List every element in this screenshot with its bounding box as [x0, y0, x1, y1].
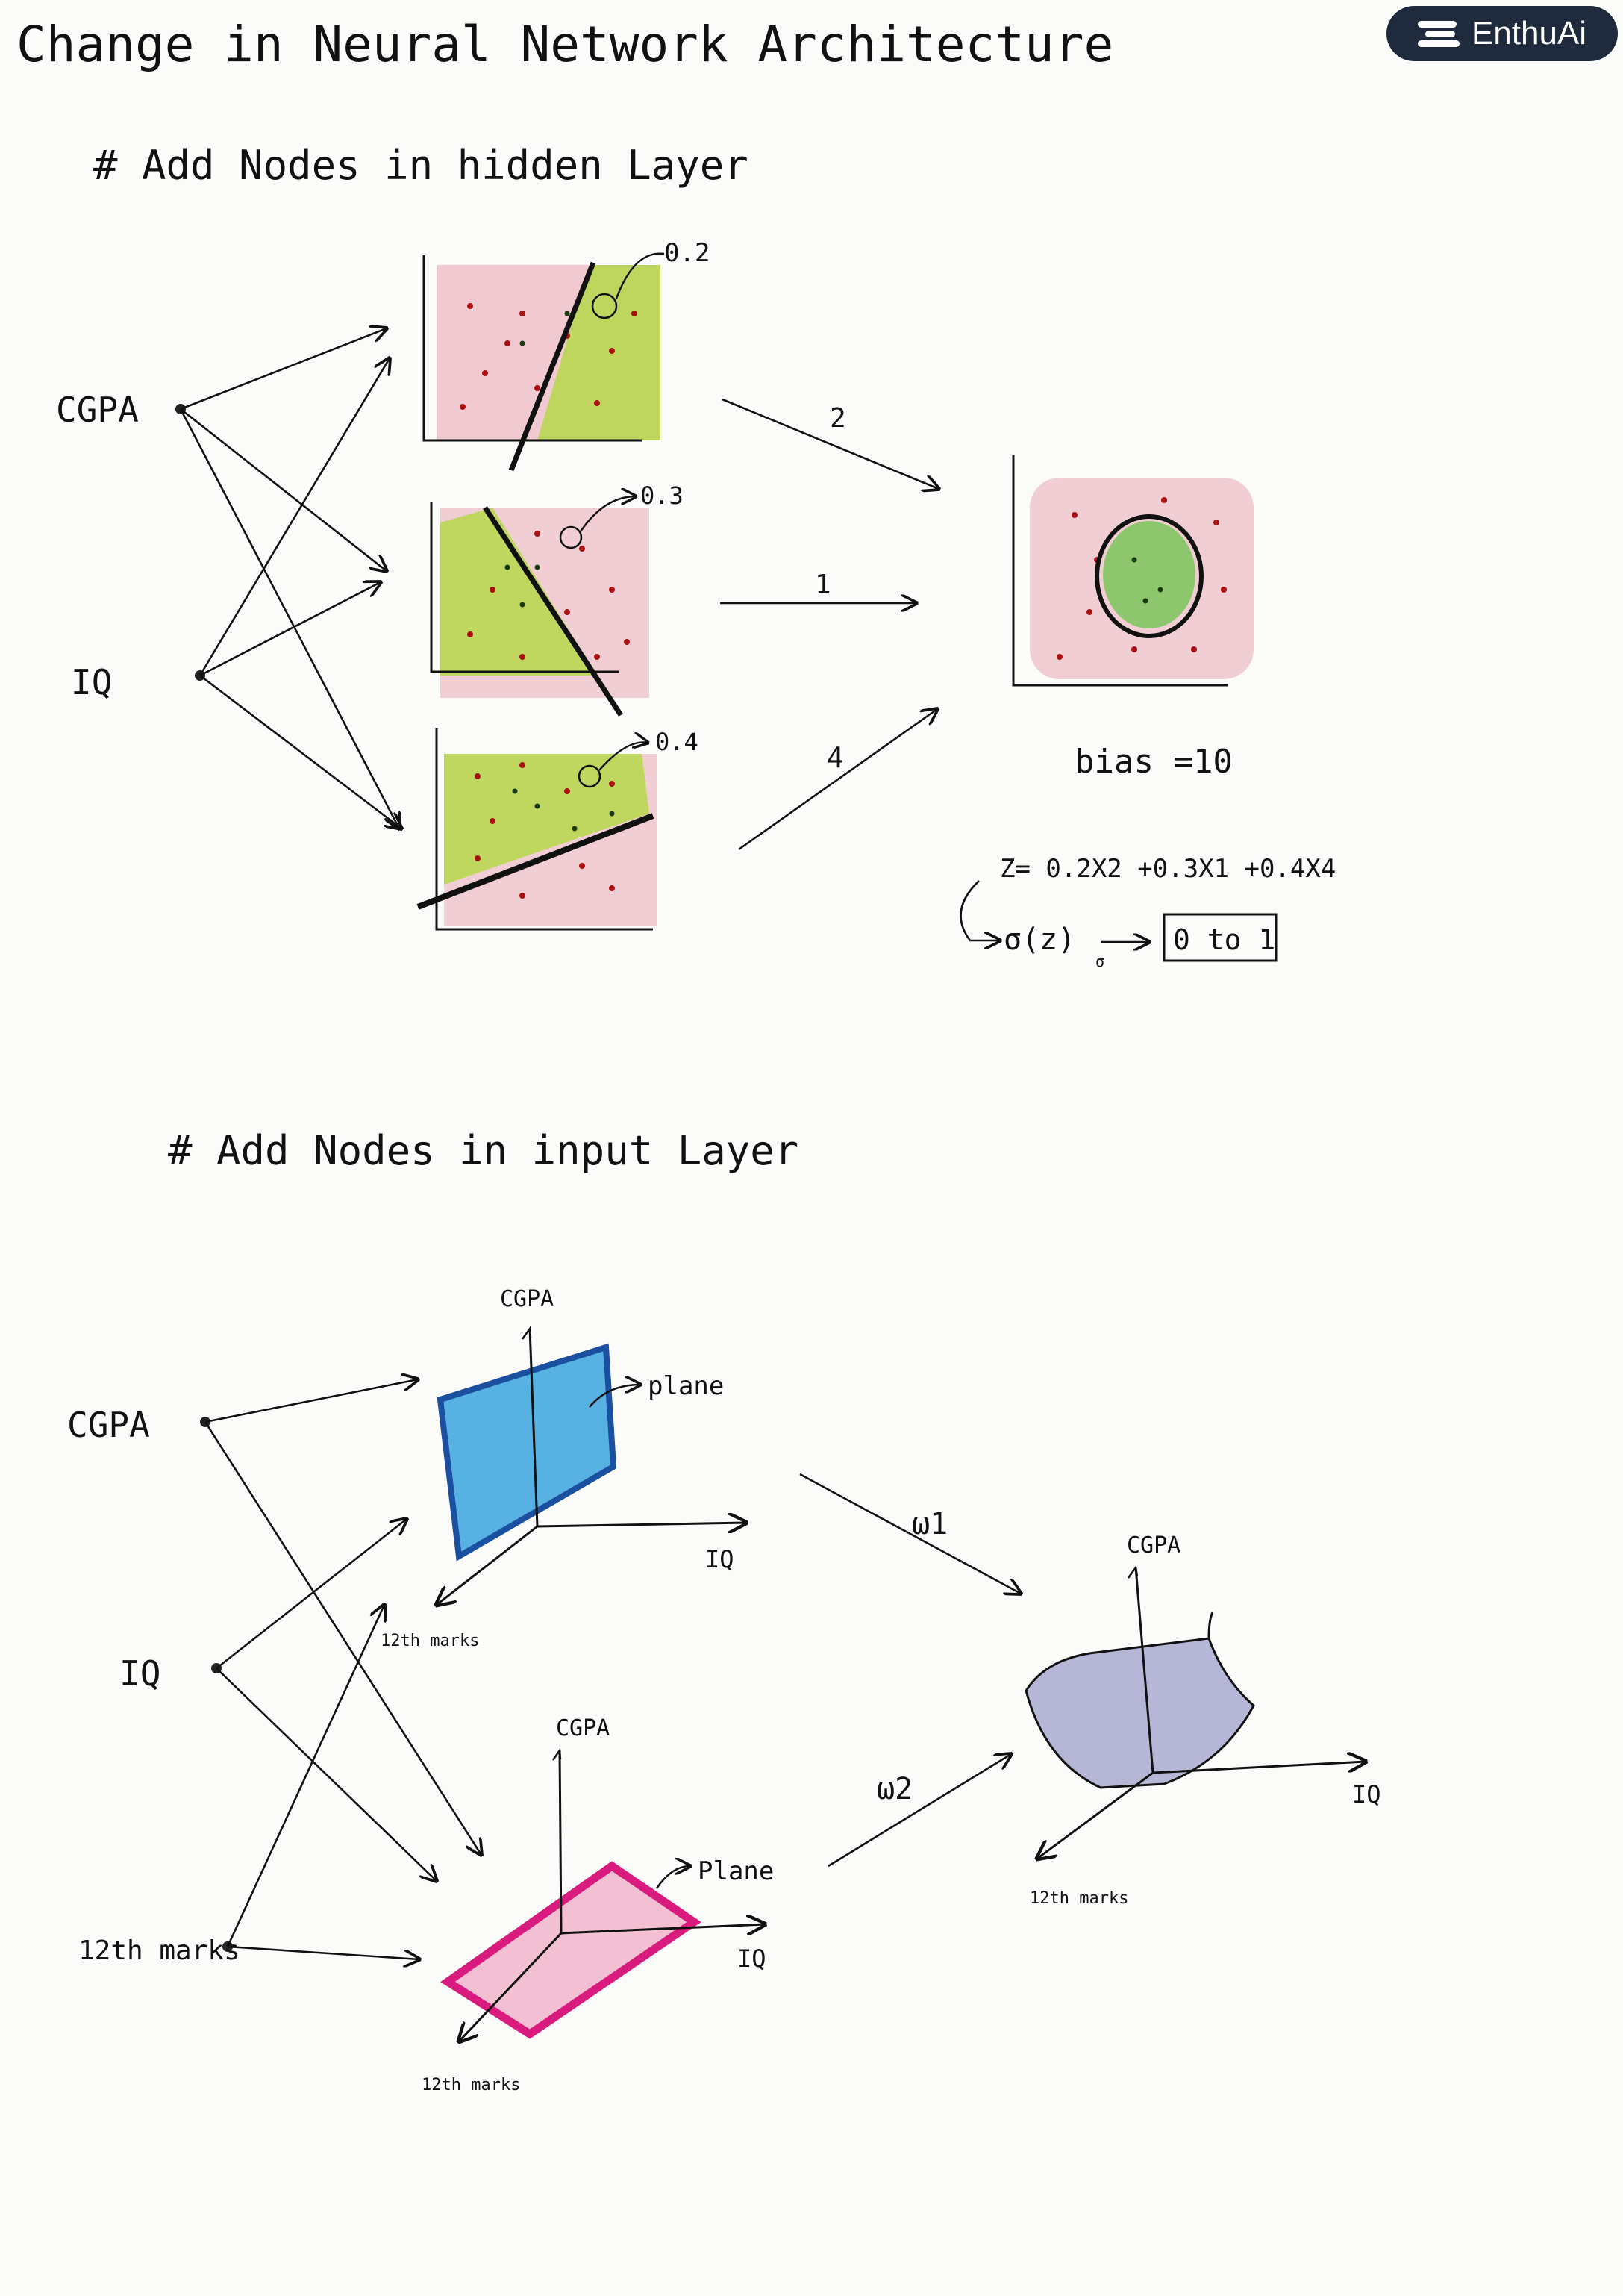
s1-input-iq: IQ: [71, 662, 112, 702]
pink-plane-y-axis: CGPA: [556, 1715, 610, 1741]
s2-output-connections: [799, 1473, 1021, 1868]
output-node-plot: [1012, 455, 1254, 687]
hidden-node-1-label: 0.2: [664, 238, 710, 268]
blue-plane-y-axis: CGPA: [500, 1286, 554, 1312]
weight-3: 4: [827, 741, 844, 774]
weight-2: 1: [815, 570, 831, 600]
pink-plane-label: Plane: [698, 1856, 774, 1886]
s1-input-cgpa: CGPA: [56, 390, 139, 430]
weight-1: 2: [830, 403, 846, 434]
blue-plane-x-axis: IQ: [705, 1545, 734, 1573]
enthuai-badge: EnthuAi: [1386, 6, 1618, 61]
output-x-axis: IQ: [1352, 1780, 1381, 1809]
enthuai-logo-icon: [1417, 18, 1461, 49]
s1-output-connections: [720, 398, 939, 851]
output-surface-plot: [1025, 1565, 1366, 1859]
bias-label: bias =10: [1075, 743, 1233, 781]
z-equation: Z= 0.2X2 +0.3X1 +0.4X4: [1000, 854, 1336, 884]
section1-heading: # Add Nodes in hidden Layer: [93, 142, 748, 189]
s2-input-connections: [204, 1379, 481, 1959]
output-z-axis: 12th marks: [1030, 1889, 1128, 1908]
s2-input-cgpa: CGPA: [67, 1405, 150, 1445]
s1-input-connections: [179, 328, 401, 829]
section2-heading: # Add Nodes in input Layer: [168, 1127, 798, 1174]
output-y-axis: CGPA: [1127, 1532, 1180, 1559]
range-label: 0 to 1: [1173, 923, 1275, 956]
weight-w2: ω2: [877, 1772, 913, 1806]
pink-plane-plot: [440, 1747, 765, 2041]
brand-name: EnthuAi: [1471, 15, 1587, 52]
page-title: Change in Neural Network Architecture: [16, 16, 1113, 73]
hidden-node-3-plot: [416, 728, 657, 931]
range-box: [1163, 913, 1278, 962]
weight-w1: ω1: [912, 1507, 948, 1541]
pink-plane-z-axis: 12th marks: [422, 2076, 520, 2094]
pink-plane-x-axis: IQ: [737, 1944, 766, 1973]
blue-plane-label: plane: [648, 1371, 724, 1401]
hidden-node-2-plot: [430, 496, 649, 717]
equation-arrow: [960, 880, 1001, 940]
sigmoid-subscript: σ: [1095, 952, 1104, 970]
s2-input-iq: IQ: [119, 1653, 160, 1694]
s2-input-12th: 12th marks: [78, 1935, 240, 1966]
blue-plane-plot: [437, 1326, 746, 1605]
sigmoid-label: σ(z): [1004, 923, 1075, 957]
hidden-node-1-plot: [422, 252, 665, 472]
hidden-node-3-label: 0.4: [655, 728, 698, 756]
hidden-node-2-label: 0.3: [640, 481, 684, 510]
blue-plane-z-axis: 12th marks: [381, 1632, 479, 1650]
